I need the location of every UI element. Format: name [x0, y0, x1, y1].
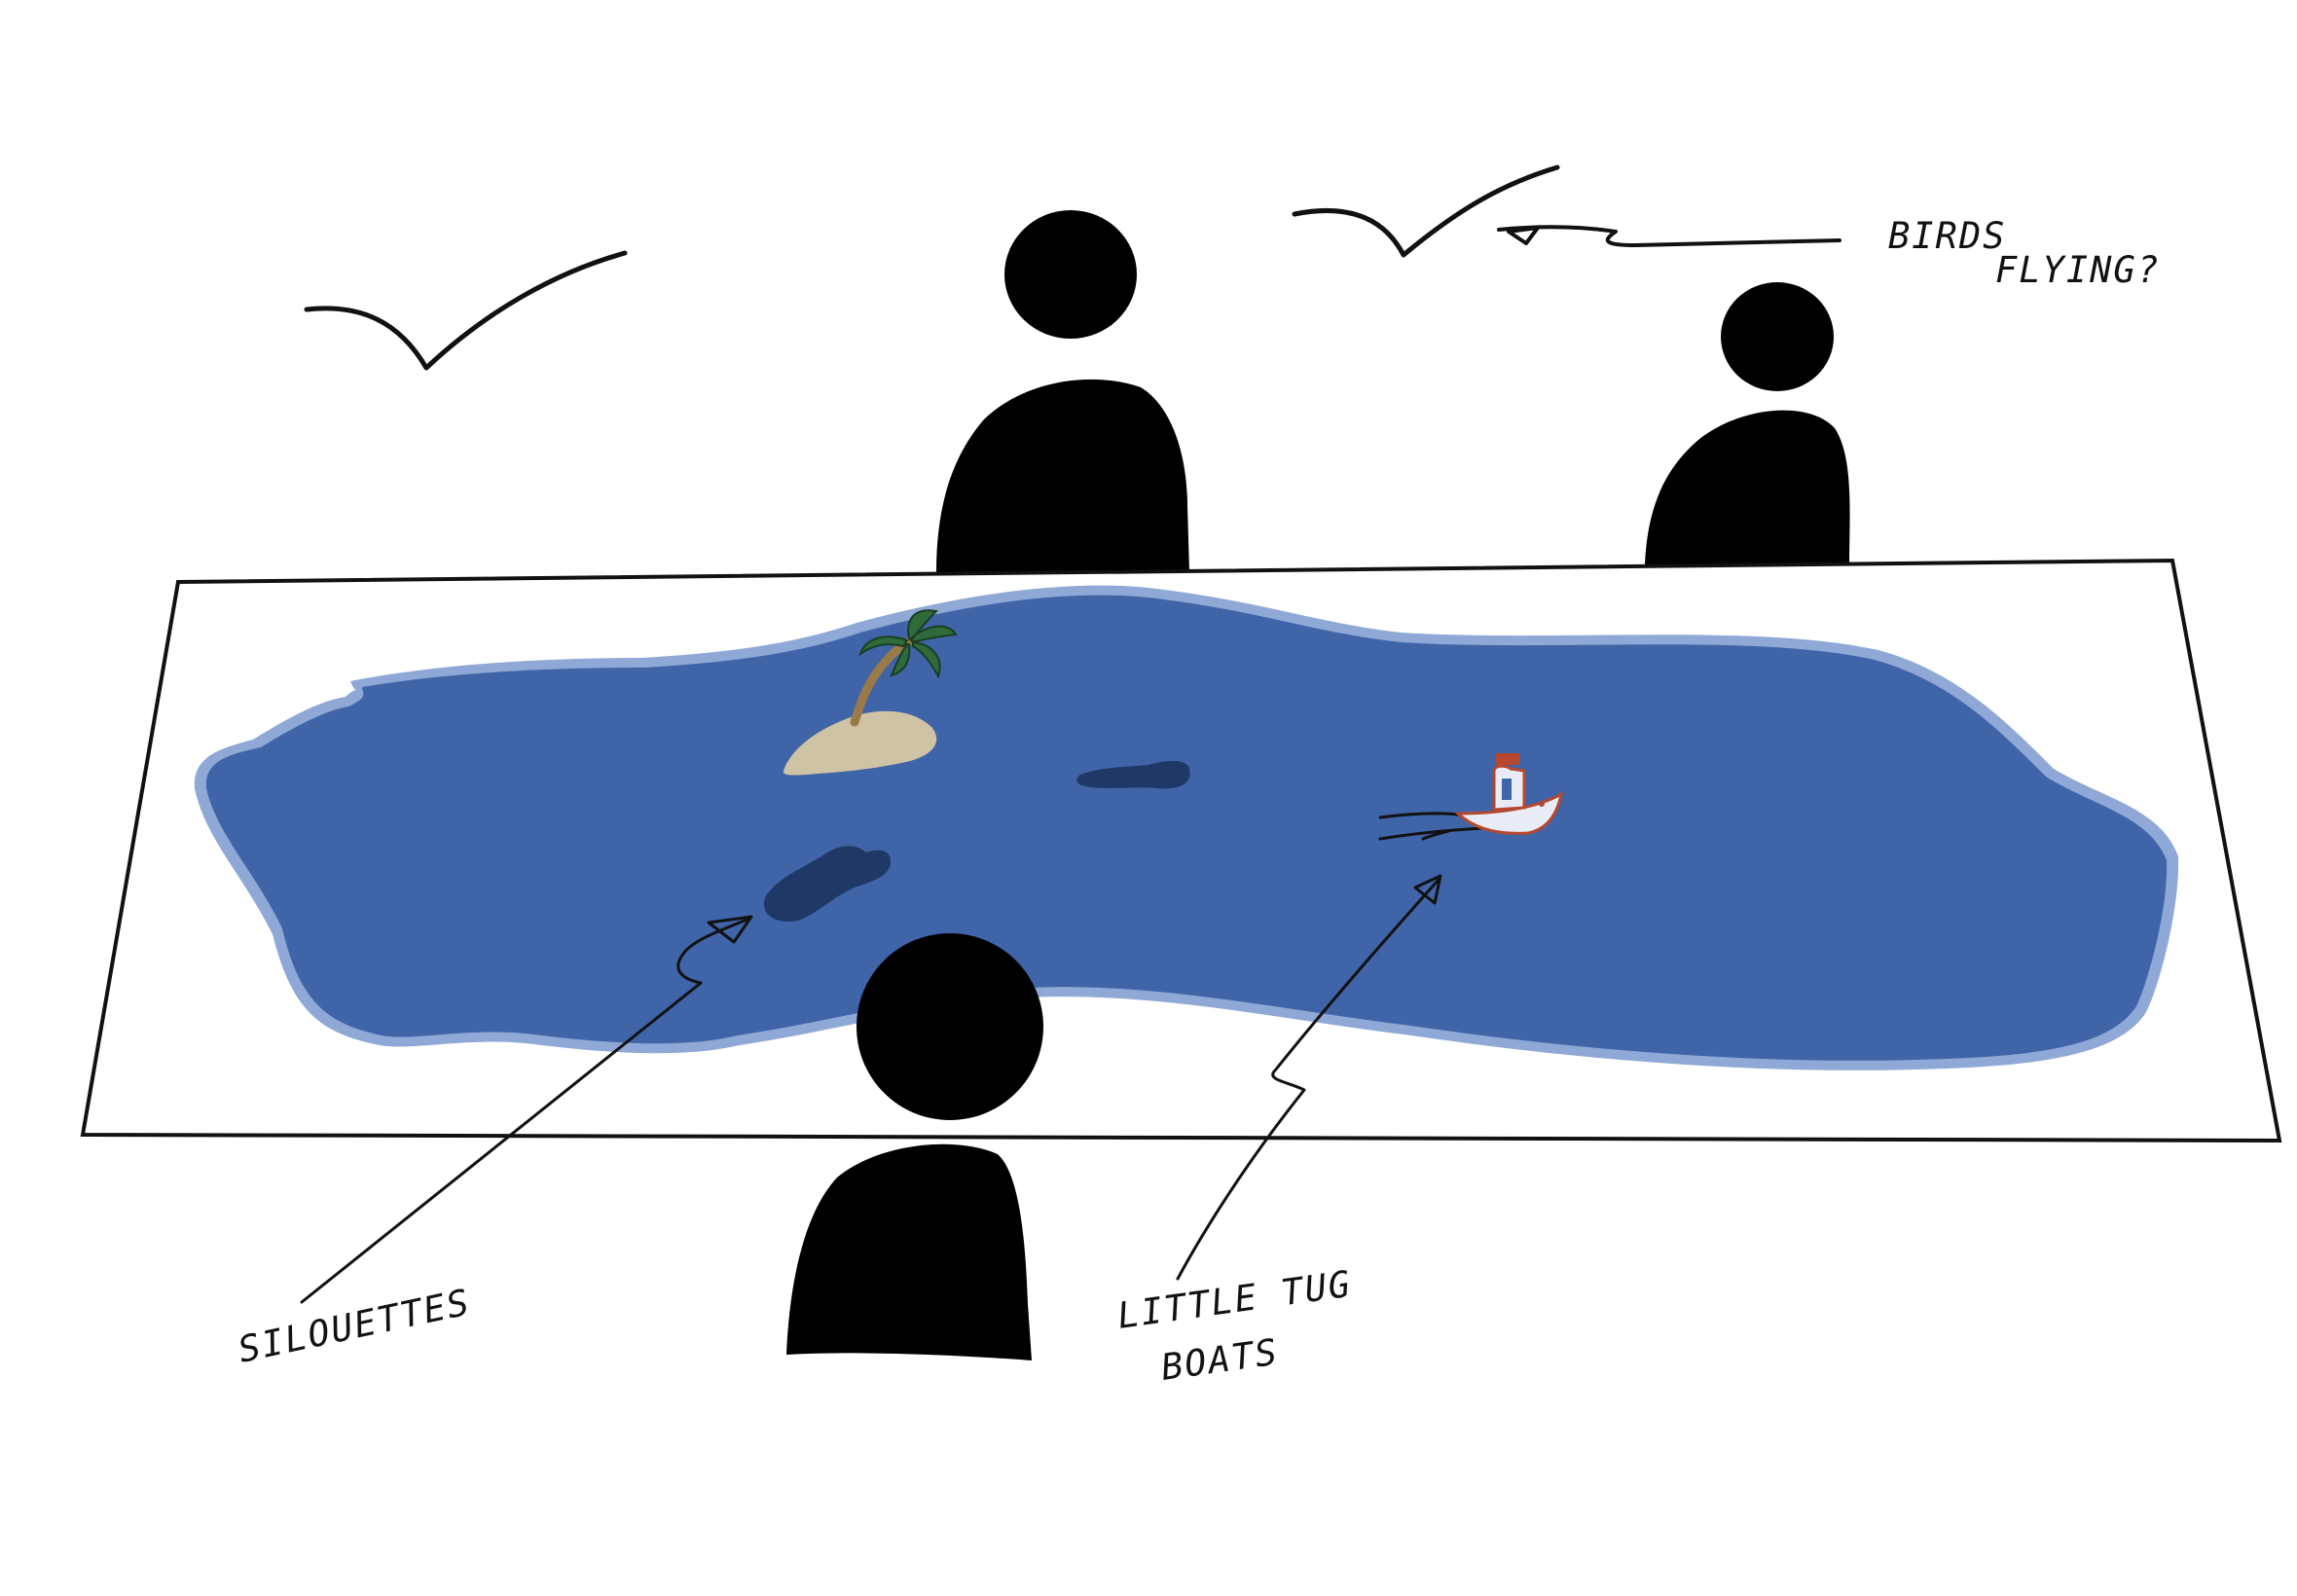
- arrow-icon: [1497, 225, 1841, 247]
- person-silhouette-icon: [1721, 282, 1834, 391]
- bird-left: [304, 250, 628, 371]
- person-silhouette-icon: [1004, 210, 1137, 339]
- tug-boat-icon: [1378, 753, 1564, 841]
- water-body: [205, 595, 2168, 1061]
- palm-trunk: [850, 637, 912, 727]
- tug-boats-arrow: [1176, 874, 1442, 1281]
- arrow-head: [1413, 874, 1442, 905]
- boat-porthole: [1539, 801, 1545, 807]
- person-body: [1645, 410, 1850, 566]
- person-body: [786, 1143, 1032, 1360]
- bird-icon: [304, 250, 628, 371]
- island-sand: [783, 710, 937, 776]
- shadow-shape-small: [1076, 760, 1190, 789]
- tug-boats-label-line2: BOATS: [1158, 1330, 1281, 1388]
- person-silhouette-center: [936, 210, 1189, 572]
- birds-flying-label-line2: FLYING?: [1995, 249, 2161, 291]
- person-silhouette-right: [1645, 282, 1850, 566]
- shadow-shape-large: [763, 846, 891, 922]
- arrow-icon: [300, 917, 751, 1304]
- island: [783, 609, 958, 776]
- person-silhouette-icon: [857, 933, 1043, 1120]
- birds-flying-label-line1: BIRDS: [1888, 215, 2006, 257]
- boat-window: [1502, 779, 1512, 800]
- palm-tree-icon: [850, 609, 958, 727]
- birds-pointer: [1497, 225, 1841, 247]
- silhouettes-label: SILOUETTES: [235, 1281, 474, 1371]
- arrow-icon: [1176, 878, 1440, 1281]
- person-silhouette-front: [786, 933, 1043, 1360]
- person-body: [936, 379, 1189, 572]
- tug-boats-label-line1: LITTLE TUG: [1114, 1263, 1354, 1337]
- bird-icon: [1292, 164, 1560, 258]
- palm-leaves: [857, 609, 958, 679]
- bird-right: [1292, 164, 1560, 258]
- silhouettes-arrow: [300, 915, 753, 1304]
- boat-chimney: [1496, 753, 1519, 765]
- arrow-head: [707, 915, 753, 944]
